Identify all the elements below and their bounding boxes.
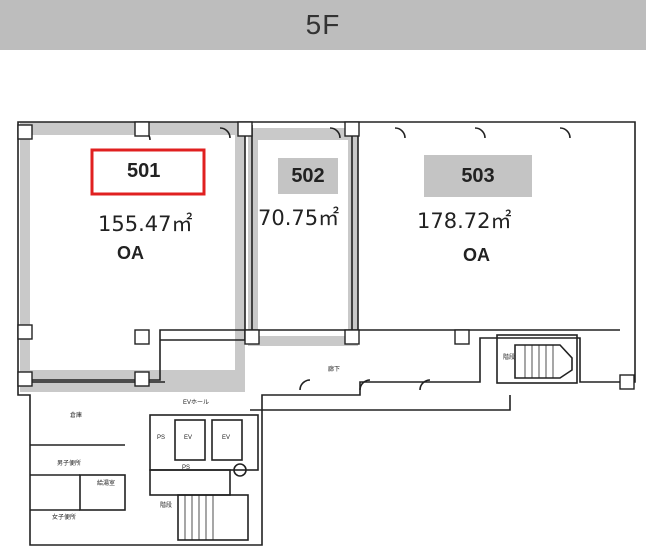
ev1-label: EV <box>184 435 193 441</box>
stairs-label-lower: 階段 <box>160 503 173 509</box>
floor-header: 5F <box>0 0 646 50</box>
room-503-area: 178.72㎡ <box>417 209 512 233</box>
ev2-label: EV <box>222 435 231 441</box>
stairs-label-right: 階段 <box>503 355 516 361</box>
womens-label: 女子便所 <box>52 515 77 521</box>
room-501-number: 501 <box>127 160 161 182</box>
room-501-type: OA <box>117 243 144 263</box>
room-503-type: OA <box>463 245 490 265</box>
room-503-number: 503 <box>424 155 532 197</box>
corridor-label: 廊下 <box>328 367 341 373</box>
ev-hall-label: EVホール <box>183 400 210 406</box>
room-501-area: 155.47㎡ <box>98 212 193 236</box>
room-502-area: 70.75㎡ <box>258 206 340 230</box>
storage-label: 倉庫 <box>70 413 83 419</box>
room-502-number: 502 <box>278 158 338 194</box>
mens-label: 男子便所 <box>57 461 82 467</box>
floor-title: 5F <box>305 9 341 40</box>
ps2-label: PS <box>182 465 191 471</box>
kitchen-label: 給湯室 <box>97 481 116 487</box>
ps-label: PS <box>157 435 166 441</box>
room-501-highlight <box>90 148 206 196</box>
